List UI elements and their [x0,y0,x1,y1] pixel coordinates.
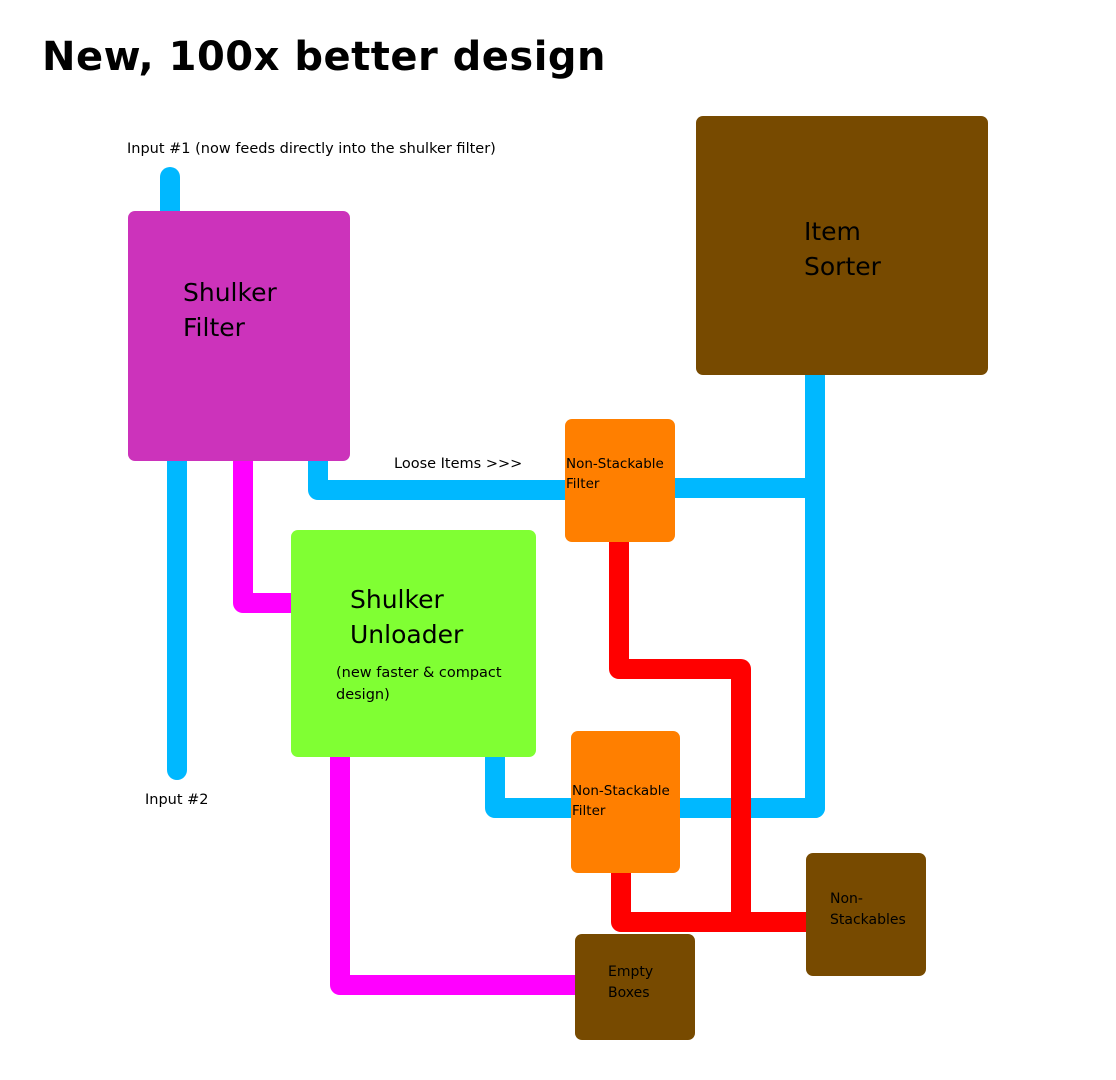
shulker-filter-label-line1: Shulker [183,278,277,307]
non-stackables-label-line2: Stackables [830,912,906,928]
item-sorter-block: Item Sorter [696,116,988,375]
unloader-to-empty-boxes-line [330,746,587,995]
empty-boxes-label-line1: Empty [608,964,654,980]
input1-label: Input #1 (now feeds directly into the sh… [127,141,496,157]
nonstackable-filter-top-label-line2: Filter [566,476,600,493]
empty-boxes-block: Empty Boxes [575,934,695,1040]
shulker-unloader-block: Shulker Unloader (new faster & compact d… [291,530,536,757]
shulker-unloader-note-line1: (new faster & compact [336,665,502,681]
shulker-filter-label-line2: Filter [183,313,245,342]
non-stackables-block: Non- Stackables [806,853,926,976]
nonstackable-filter-top-block: Non-Stackable Filter [565,419,675,542]
nonstackable-filter-bottom-label-line2: Filter [572,803,606,820]
empty-boxes-label-line2: Boxes [608,985,650,1001]
bottom-filter-nonstack-line [611,862,818,932]
shulker-unloader-label-line2: Unloader [350,620,464,649]
shulker-to-unloader-line [233,450,302,613]
shulker-unloader-label-line1: Shulker [350,585,444,614]
nonstackable-filter-top-label-line1: Non-Stackable [566,456,664,472]
input2-label: Input #2 [145,792,209,808]
non-stackables-label-line1: Non- [830,891,863,907]
top-filter-nonstack-line [609,530,751,932]
item-sorter-label-line1: Item [804,217,861,246]
shulker-filter-block: Shulker Filter [128,211,350,461]
nonstackable-filter-bottom-block: Non-Stackable Filter [571,731,680,873]
item-sorter-label-line2: Sorter [804,252,881,281]
page-title: New, 100x better design [42,34,607,80]
loose-items-line [308,450,577,500]
unloader-output-line [485,746,582,818]
nonstackable-filter-bottom-label-line1: Non-Stackable [572,783,670,799]
shulker-unloader-note-line2: design) [336,686,390,703]
loose-items-label: Loose Items >>> [394,456,523,472]
